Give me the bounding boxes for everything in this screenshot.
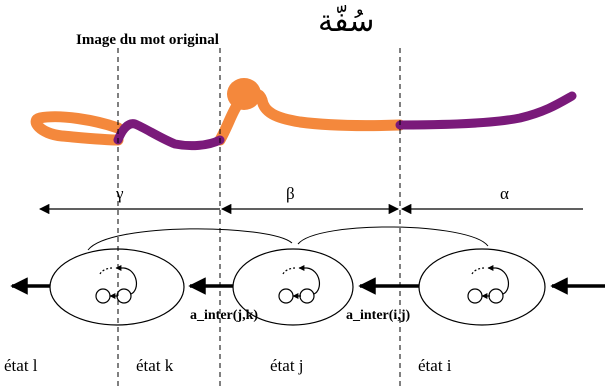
segment-label-beta: β xyxy=(286,184,295,203)
self-loop-1 xyxy=(95,265,138,304)
states xyxy=(49,248,546,326)
state-label-l: état l xyxy=(4,356,38,375)
self-loop-3 xyxy=(467,265,510,304)
segment-label-gamma: γ xyxy=(116,184,124,203)
arc-j-to-k xyxy=(87,228,293,251)
state-label-j: état j xyxy=(270,356,304,375)
stroke-purple-left xyxy=(113,119,225,151)
arabic-word: سُفّة xyxy=(318,4,375,39)
stroke-purple-right xyxy=(395,91,577,130)
segmentation-lines xyxy=(117,48,401,387)
self-loop-2 xyxy=(278,265,321,304)
state-ellipse-i xyxy=(418,248,546,326)
word-image xyxy=(30,78,577,151)
transition-label-jk: a_inter(j,k) xyxy=(190,308,259,323)
self-loops xyxy=(95,265,510,304)
stroke-orange-mid xyxy=(214,88,406,146)
transition-arcs xyxy=(87,226,489,251)
stroke-orange-blob xyxy=(227,78,261,110)
stroke-orange-left xyxy=(30,111,124,146)
arc-i-to-j xyxy=(297,226,489,247)
transition-label-ij: a_inter(i,j) xyxy=(346,308,411,323)
state-label-i: état i xyxy=(418,356,452,375)
segment-label-alpha: α xyxy=(500,184,509,203)
page-title: Image du mot original xyxy=(76,32,219,48)
state-label-k: état k xyxy=(136,356,174,375)
state-ellipse-l-k xyxy=(49,248,185,326)
